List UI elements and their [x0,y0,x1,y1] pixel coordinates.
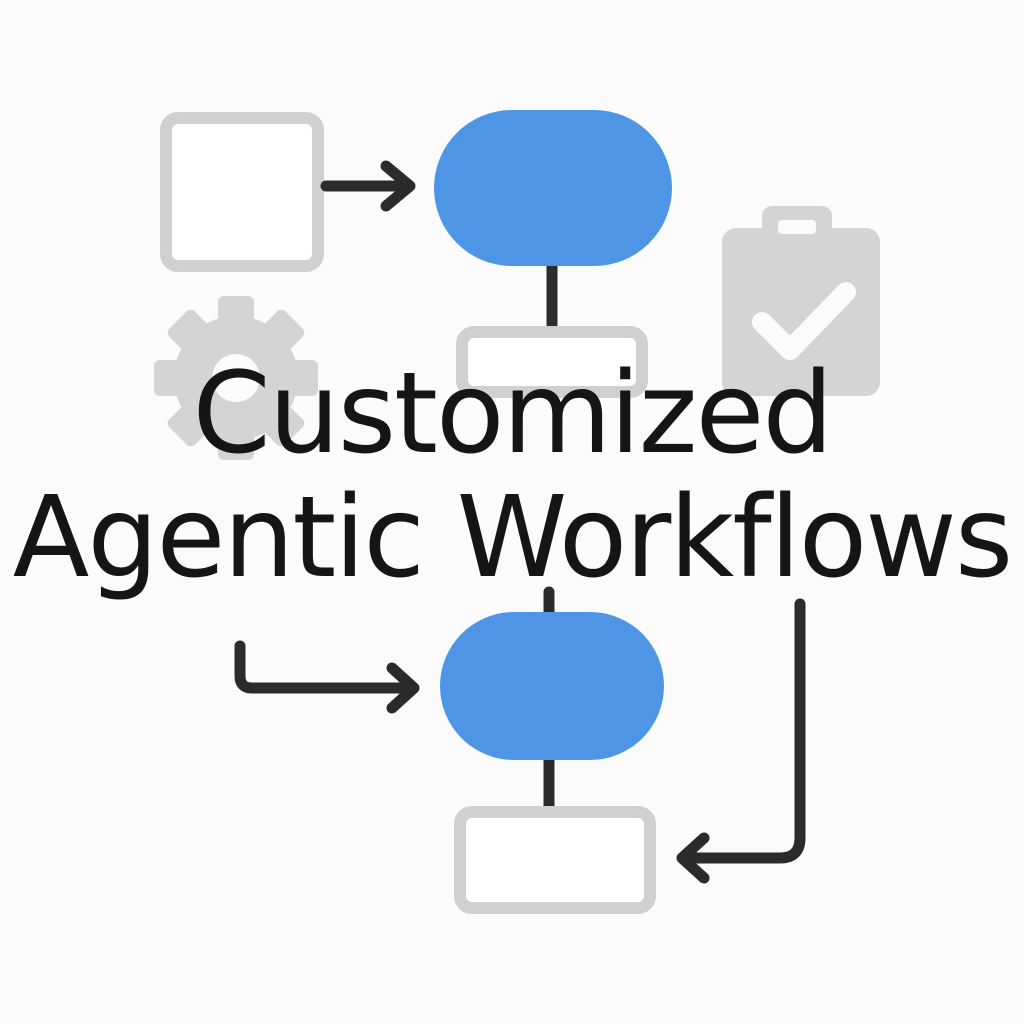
title-line-1: Customized [192,349,834,479]
input-box [160,112,324,272]
output-box [454,806,656,914]
arrow-to-top-node [320,160,416,212]
gear-icon [154,296,318,460]
title-line-2: Agentic Workflows [12,473,1013,603]
arrow-to-bottom-node [234,640,420,714]
bottom-process-node [440,612,664,760]
feedback-arrow [676,598,806,884]
clipboard-check-icon [722,206,880,396]
middle-box [456,326,648,398]
top-process-node [434,110,672,266]
